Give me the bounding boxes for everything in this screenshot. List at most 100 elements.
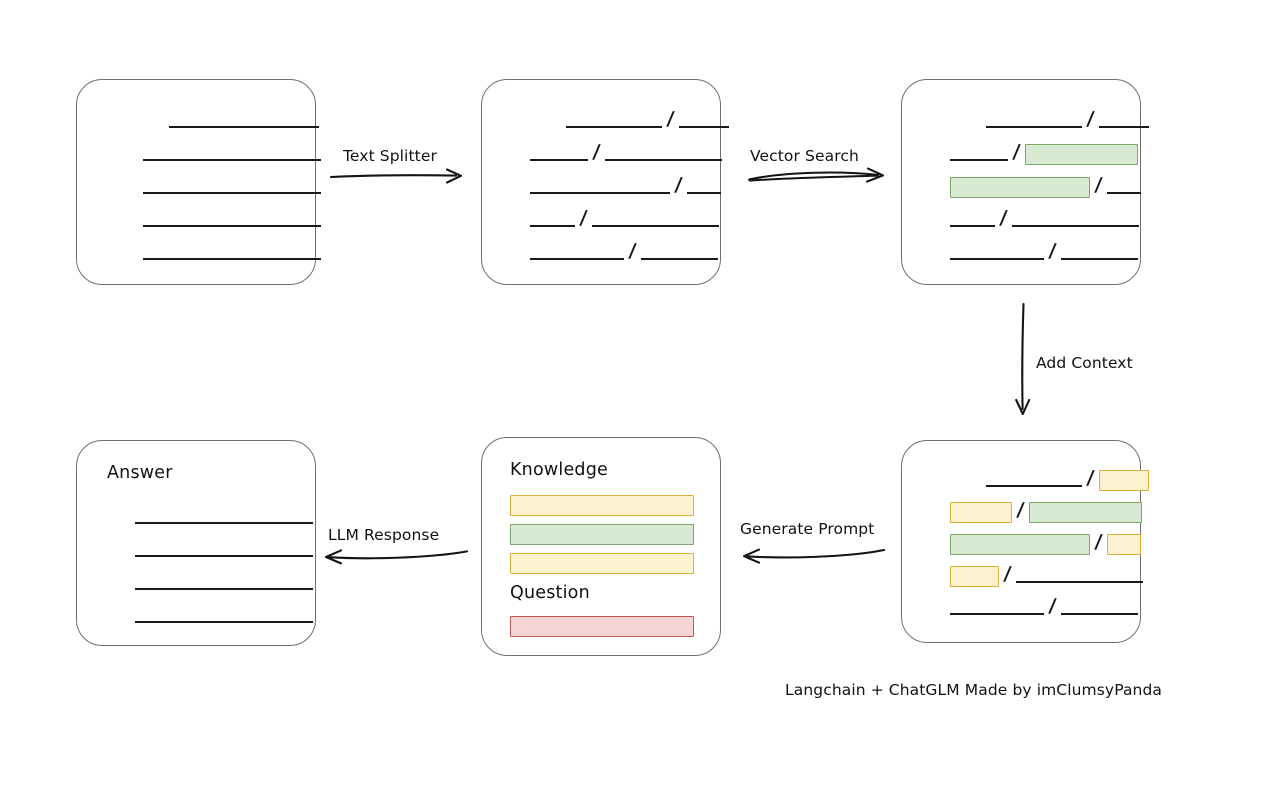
text-underline xyxy=(986,485,1082,487)
document-line: / xyxy=(926,499,1142,523)
highlight-chunk-green xyxy=(1028,501,1142,523)
arrow-add-context xyxy=(1012,302,1036,419)
document-line xyxy=(105,508,313,526)
highlight-chunk-yellow xyxy=(1106,533,1141,555)
text-underline xyxy=(950,258,1044,260)
arrow-label-text-splitter: Text Splitter xyxy=(343,147,437,165)
slash-separator: / xyxy=(1093,531,1104,553)
answer-label: Answer xyxy=(107,463,173,483)
document-line: / xyxy=(506,108,729,130)
text-underline xyxy=(1015,581,1143,583)
text-underline xyxy=(950,613,1044,615)
highlight-chunk-green xyxy=(950,176,1090,198)
arrow-text-splitter xyxy=(329,165,468,187)
text-underline xyxy=(604,159,722,161)
document-line xyxy=(109,244,321,262)
card-answer[interactable]: Answer xyxy=(76,440,316,646)
knowledge-label: Knowledge xyxy=(510,460,608,480)
text-underline xyxy=(986,126,1082,128)
document-line: / xyxy=(926,207,1139,229)
slash-separator: / xyxy=(1047,595,1058,617)
document-line: / xyxy=(926,595,1138,617)
document-line: / xyxy=(926,174,1141,198)
highlight-chunk-yellow xyxy=(950,501,1012,523)
text-underline xyxy=(678,126,729,128)
text-underline xyxy=(135,555,313,557)
document-lines xyxy=(77,441,315,645)
document-line xyxy=(105,574,313,592)
highlight-chunk-yellow xyxy=(1098,469,1149,491)
document-line: / xyxy=(506,207,719,229)
arrow-label-vector-search: Vector Search xyxy=(750,147,859,165)
text-underline xyxy=(1106,192,1141,194)
slash-separator: / xyxy=(627,240,638,262)
prompt-bar-red xyxy=(510,616,694,637)
text-underline xyxy=(1060,258,1138,260)
prompt-bar-green xyxy=(510,524,694,545)
arrow-vector-search xyxy=(748,165,890,189)
text-underline xyxy=(640,258,718,260)
document-line: / xyxy=(926,563,1143,587)
document-line: / xyxy=(506,141,722,163)
highlight-chunk-green xyxy=(950,533,1090,555)
slash-separator: / xyxy=(673,174,684,196)
document-line xyxy=(109,145,321,163)
text-underline xyxy=(135,588,313,590)
arrow-label-generate-prompt: Generate Prompt xyxy=(740,520,875,538)
text-underline xyxy=(143,258,321,260)
document-line: / xyxy=(926,108,1149,130)
slash-separator: / xyxy=(1093,174,1104,196)
document-line: / xyxy=(926,467,1149,491)
text-underline xyxy=(1060,613,1138,615)
text-underline xyxy=(143,192,321,194)
text-underline xyxy=(530,159,588,161)
prompt-bar-yellow xyxy=(510,495,694,516)
prompt-bar-yellow xyxy=(510,553,694,574)
slash-separator: / xyxy=(591,141,602,163)
text-underline xyxy=(686,192,721,194)
text-underline xyxy=(143,225,321,227)
slash-separator: / xyxy=(1011,141,1022,163)
document-line: / xyxy=(926,141,1138,165)
arrow-llm-response xyxy=(320,546,469,568)
slash-separator: / xyxy=(1015,499,1026,521)
text-underline xyxy=(1011,225,1139,227)
document-line xyxy=(105,541,313,559)
arrow-label-llm-response: LLM Response xyxy=(328,526,440,544)
highlight-chunk-green xyxy=(1024,143,1138,165)
text-underline xyxy=(950,225,995,227)
text-underline xyxy=(530,258,624,260)
document-lines: / / / / / xyxy=(902,80,1149,284)
card-searched-document[interactable]: / / / / / xyxy=(901,79,1149,285)
card-source-document[interactable] xyxy=(76,79,321,285)
text-underline xyxy=(950,159,1008,161)
text-underline xyxy=(591,225,719,227)
diagram-caption: Langchain + ChatGLM Made by imClumsyPand… xyxy=(785,681,1163,699)
document-line xyxy=(109,178,321,196)
document-line: / xyxy=(506,240,718,262)
slash-separator: / xyxy=(665,108,676,130)
text-underline xyxy=(135,522,313,524)
slash-separator: / xyxy=(1047,240,1058,262)
text-underline xyxy=(135,621,313,623)
document-lines: / / / / / xyxy=(902,441,1149,642)
document-line: / xyxy=(926,240,1138,262)
question-label: Question xyxy=(510,583,590,603)
card-prompt[interactable]: Knowledge Question xyxy=(481,437,721,656)
slash-separator: / xyxy=(1085,108,1096,130)
slash-separator: / xyxy=(1002,563,1013,585)
text-underline xyxy=(530,192,670,194)
arrow-label-add-context: Add Context xyxy=(1036,354,1133,372)
highlight-chunk-yellow xyxy=(950,565,999,587)
card-context-document[interactable]: / / / / / xyxy=(901,440,1149,643)
text-underline xyxy=(143,159,321,161)
card-split-document[interactable]: / / / / / xyxy=(481,79,729,285)
text-underline xyxy=(566,126,662,128)
text-underline xyxy=(1098,126,1149,128)
text-underline xyxy=(169,126,319,128)
slash-separator: / xyxy=(1085,467,1096,489)
slash-separator: / xyxy=(998,207,1009,229)
arrow-generate-prompt xyxy=(738,545,886,567)
document-line: / xyxy=(926,531,1141,555)
